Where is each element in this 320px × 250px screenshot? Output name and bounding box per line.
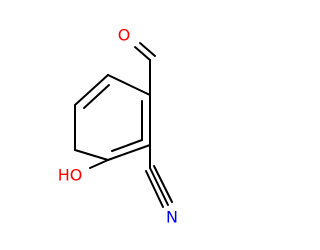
bond-ring-to-oh: [89, 159, 109, 169]
ring-bond-2: [74, 74, 109, 106]
ring-bond-4: [74, 149, 109, 161]
bond-cho-double-2: [139, 42, 156, 57]
benzene-ring: [74, 74, 151, 161]
bond-cn-triple-2: [145, 170, 164, 208]
ring-bond-5: [107, 144, 151, 161]
ring-double-inner-1: [83, 84, 110, 109]
bond-cn-triple-1: [149, 167, 169, 206]
nitrile-nitrogen-label: N: [166, 208, 178, 227]
nitrile-group: [145, 144, 173, 208]
bond-cn-triple-3: [153, 165, 173, 203]
ring-bond-1: [107, 74, 151, 96]
molecule-diagram: O HO N: [58, 26, 178, 227]
aldehyde-group: [134, 42, 156, 96]
bond-cho-double-1: [134, 46, 151, 61]
aldehyde-oxygen-label: O: [118, 26, 131, 45]
structure-canvas: O HO N: [57, 25, 178, 227]
hydroxyl-label: HO: [58, 166, 83, 185]
ring-double-inner-2: [111, 139, 143, 152]
